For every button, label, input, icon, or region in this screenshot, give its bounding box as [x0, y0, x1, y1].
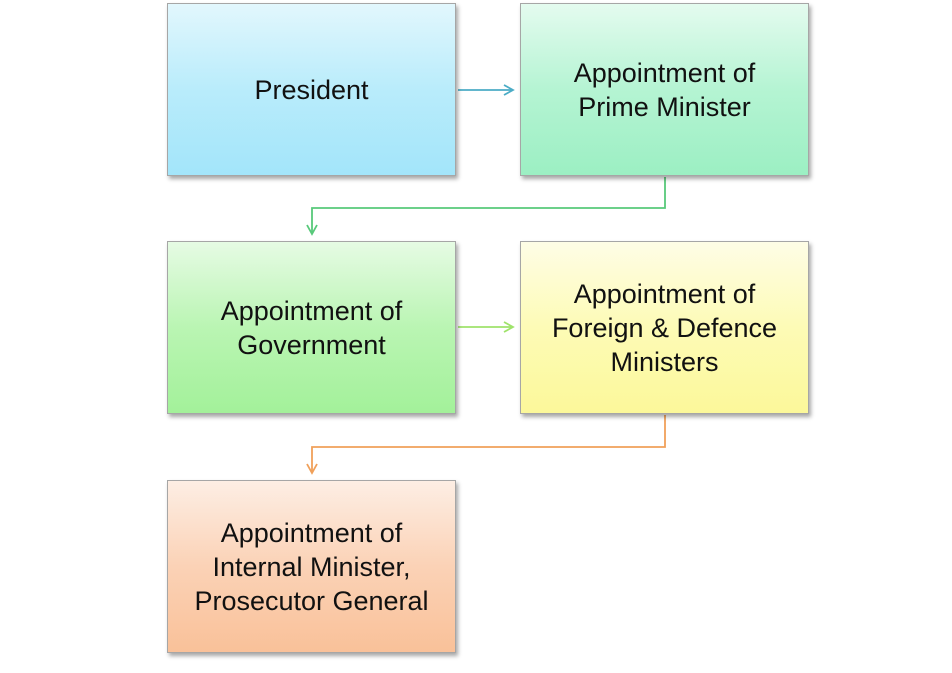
- node-president: President: [167, 3, 456, 176]
- node-label: Appointment of Government: [220, 295, 403, 360]
- node-label: Appointment of Foreign & Defence Ministe…: [551, 278, 778, 377]
- node-prime-minister: Appointment of Prime Minister: [520, 3, 809, 176]
- node-government: Appointment of Government: [167, 241, 456, 414]
- node-label: President: [254, 74, 369, 105]
- node-internal-prosecutor: Appointment of Internal Minister, Prosec…: [167, 480, 456, 653]
- node-label: Appointment of Internal Minister, Prosec…: [194, 517, 429, 616]
- edge-pm-to-gov: [306, 177, 666, 236]
- edge-foreign-to-internal: [306, 415, 666, 475]
- node-foreign-defence: Appointment of Foreign & Defence Ministe…: [520, 241, 809, 414]
- node-label: Appointment of Prime Minister: [573, 57, 756, 122]
